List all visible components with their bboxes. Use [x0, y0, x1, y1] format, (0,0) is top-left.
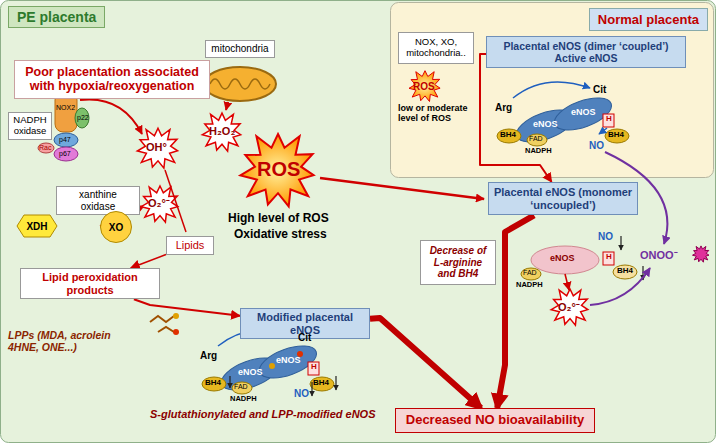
node-text: Placental eNOS (monomer ‘uncoupled’)	[492, 186, 634, 211]
node-text: Normal placenta	[589, 8, 708, 31]
radical-star	[551, 289, 588, 325]
node-subtext: Active eNOS	[490, 52, 682, 64]
process-box: Poor placentation associated with hypoxi…	[14, 60, 210, 99]
label: eNOS	[276, 356, 301, 366]
node-text: NADPH oxidase	[11, 115, 49, 137]
label: H	[606, 115, 612, 124]
lpp-molecules	[150, 313, 179, 335]
node-text: Lipid peroxidation products	[25, 271, 155, 296]
label: H	[311, 363, 317, 372]
label: ROS	[257, 158, 300, 180]
ros-arrow	[320, 178, 484, 199]
label: High level of ROS	[228, 212, 329, 225]
label: eNOS	[533, 120, 558, 130]
label: S-glutathionylated and LPP-modified eNOS	[150, 408, 385, 420]
reaction-line	[80, 99, 142, 134]
label: O₂°⁻	[148, 197, 170, 209]
ros-star	[409, 71, 440, 102]
ros-star	[240, 134, 313, 207]
label: eNOS	[550, 254, 575, 264]
mitochondrion	[204, 67, 276, 101]
outcome-box: Decreased NO bioavailability	[395, 408, 595, 433]
node-text: Decreased NO bioavailability	[400, 413, 590, 428]
label: eNOS	[571, 108, 596, 118]
label: Rac	[39, 144, 51, 152]
label: Cit	[298, 332, 311, 343]
label: H₂O₂	[209, 125, 235, 137]
label: low or moderate level of ROS	[398, 104, 474, 124]
label: NADPH	[230, 395, 257, 403]
connector-arrow	[480, 54, 552, 182]
label: NADPH	[516, 281, 543, 289]
connector-arrow	[370, 318, 481, 408]
note-box: Decrease of L-arginine and BH4	[420, 240, 496, 285]
connector-arrow	[497, 215, 534, 408]
node-text: mitochondria	[210, 43, 270, 55]
panel-ground	[391, 3, 714, 178]
node-text: Poor placentation associated with hypoxi…	[21, 65, 203, 94]
enzyme-box: Placental eNOS (dimer ‘coupled’)Active e…	[486, 36, 686, 68]
node-text: XDH	[26, 221, 47, 232]
reaction-line	[226, 102, 228, 110]
label: Oxidative stress	[234, 228, 327, 241]
label: p47	[59, 136, 71, 144]
label: LPPs (MDA, acrolein 4HNE, ONE...)	[8, 330, 133, 353]
label: BH4	[500, 131, 516, 140]
label: Arg	[200, 350, 217, 361]
connector-arrow	[134, 299, 240, 316]
radical-star	[202, 113, 240, 151]
label: NO	[589, 140, 604, 151]
label-box: NADPH oxidase	[8, 112, 52, 140]
enzyme-hexagon: XDH	[16, 214, 58, 238]
label-box: Lipids	[166, 236, 214, 255]
source-box: NOX, XO, mitochondria..	[398, 32, 474, 64]
label: FAD	[523, 269, 537, 277]
label: ONOO⁻	[640, 249, 678, 261]
label: p67	[59, 150, 71, 158]
label: BH4	[313, 379, 329, 388]
label: BH4	[608, 131, 624, 140]
label: eNOS	[238, 368, 263, 378]
radical-star	[137, 128, 177, 168]
node-text: NOX, XO, mitochondria..	[402, 37, 470, 59]
label: BH4	[617, 267, 633, 276]
label: NADPH	[525, 147, 552, 155]
connector-arrow	[131, 255, 166, 269]
label: FAD	[529, 135, 543, 143]
label: ROS	[413, 81, 435, 92]
enzyme-box: Placental eNOS (monomer ‘uncoupled’)	[488, 182, 638, 215]
node-text: XO	[109, 222, 123, 233]
label-box: mitochondria	[205, 40, 275, 58]
label: FAD	[234, 383, 248, 391]
node-text: xanthine oxidase	[61, 189, 135, 212]
label: BH4	[205, 379, 221, 388]
node-text: Decrease of L-arginine and BH4	[424, 245, 492, 280]
node-text: PE placenta	[8, 6, 105, 28]
label: Cit	[593, 84, 606, 95]
label: H	[606, 253, 612, 262]
node-text: Placental eNOS (dimer ‘coupled’)	[490, 40, 682, 52]
label-box: xanthine oxidase	[56, 186, 140, 215]
superoxide-arrow	[590, 268, 650, 305]
process-box: Lipid peroxidation products	[20, 268, 160, 299]
label: O₂°⁻	[558, 301, 580, 313]
label: OH°	[146, 141, 167, 153]
enos-modified	[202, 330, 336, 397]
node-text: Lipids	[171, 239, 209, 252]
inner-panel: Normal placentaNOX, XO, mitochondria.. Pl…	[390, 2, 714, 178]
enzyme-circle: XO	[100, 211, 132, 243]
label: NOX2	[56, 104, 75, 112]
label: Arg	[495, 102, 512, 113]
label: NO	[598, 231, 613, 242]
label: NO	[294, 388, 309, 399]
enos-dimer	[497, 82, 629, 149]
radical-star	[693, 246, 710, 262]
label: p22	[77, 114, 89, 122]
